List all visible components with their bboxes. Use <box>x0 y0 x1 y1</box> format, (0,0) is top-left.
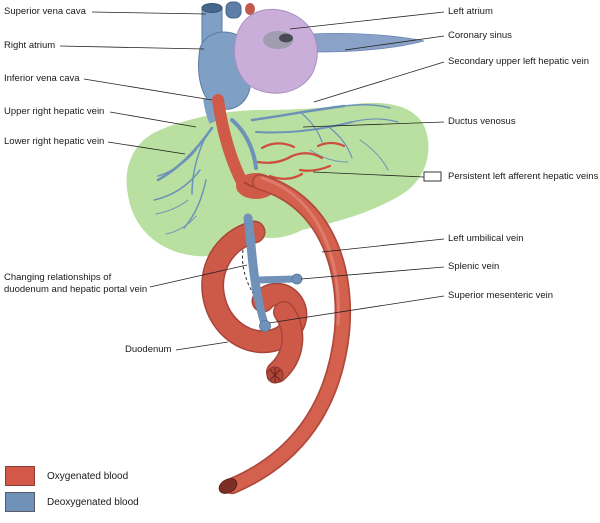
legend-item-oxygenated: Oxygenated blood <box>5 466 128 486</box>
leader-ductus-venosus <box>302 121 445 128</box>
leader-superior-vena-cava <box>91 11 207 15</box>
coronary-sinus-vessel <box>311 32 425 53</box>
persistent-afferent-veins <box>256 141 346 180</box>
label-coronary-sinus: Coronary sinus <box>448 30 512 41</box>
label-changing-relationships: Changing relationships of duodenum and h… <box>4 272 148 295</box>
atrium-shading-dark <box>279 33 293 43</box>
persistent-label-box <box>423 171 442 182</box>
duodenum-shape <box>201 220 308 384</box>
leader-left-atrium <box>289 11 445 30</box>
label-right-atrium: Right atrium <box>4 40 56 51</box>
aorta-stub <box>245 3 255 15</box>
deoxygenated-label: Deoxygenated blood <box>47 496 139 508</box>
leader-lines <box>59 11 445 351</box>
pulmonary-stub <box>225 1 242 19</box>
portal-system <box>242 213 303 332</box>
label-upper-right-hepatic-vein: Upper right hepatic vein <box>4 106 105 117</box>
duodenum-loop <box>202 222 306 352</box>
label-persistent-left-afferent-hepatic-veins: Persistent left afferent hepatic veins <box>448 171 599 182</box>
label-lower-right-hepatic-vein: Lower right hepatic vein <box>4 136 105 147</box>
deoxygenated-swatch <box>5 492 35 512</box>
leader-upper-right-hepatic-vein <box>109 111 197 128</box>
label-superior-mesenteric-vein: Superior mesenteric vein <box>448 290 554 301</box>
label-secondary-upper-left-hepatic-vein: Secondary upper left hepatic vein <box>448 56 590 67</box>
superior-mesenteric-vein-end <box>259 320 271 332</box>
umbilical-cut-end <box>218 478 238 494</box>
left-atrium-shape <box>233 8 318 94</box>
leader-superior-mesenteric-vein <box>268 295 445 324</box>
leader-changing-relationships <box>149 264 248 288</box>
oxygenated-swatch <box>5 466 35 486</box>
label-duodenum: Duodenum <box>125 344 172 355</box>
leader-secondary-upper-left-hepatic-vein <box>313 61 445 103</box>
oxygenated-label: Oxygenated blood <box>47 470 129 482</box>
left-umbilical-vein-vessel <box>218 173 352 495</box>
splenic-vein-vessel <box>254 275 298 284</box>
duodenum-tip-star <box>269 368 281 382</box>
changing-relationship-dashed-line <box>242 249 254 294</box>
ivc-oxygenated-segment <box>212 94 248 188</box>
liver-vein-branches <box>153 103 399 235</box>
splenic-vein-end <box>291 273 303 285</box>
label-left-atrium: Left atrium <box>448 6 493 17</box>
legend-item-deoxygenated: Deoxygenated blood <box>5 492 139 512</box>
leader-inferior-vena-cava <box>83 78 213 101</box>
label-inferior-vena-cava: Inferior vena cava <box>4 73 80 84</box>
svc-opening <box>201 3 223 13</box>
duodenum-tail <box>267 302 302 382</box>
label-superior-vena-cava: Superior vena cava <box>4 6 86 17</box>
leader-coronary-sinus <box>344 35 445 51</box>
leader-persistent-veins <box>312 171 425 178</box>
leader-lower-right-hepatic-vein <box>107 141 186 155</box>
leader-left-umbilical-vein <box>321 238 445 253</box>
leader-splenic-vein <box>300 266 445 280</box>
umbilical-arc-highlight <box>260 176 340 326</box>
leader-right-atrium <box>59 45 205 50</box>
leader-duodenum <box>175 341 229 351</box>
ductus-venosus-vessel <box>230 118 258 170</box>
label-splenic-vein: Splenic vein <box>448 261 500 272</box>
label-ductus-venosus: Ductus venosus <box>448 116 516 127</box>
label-left-umbilical-vein: Left umbilical vein <box>448 233 524 244</box>
